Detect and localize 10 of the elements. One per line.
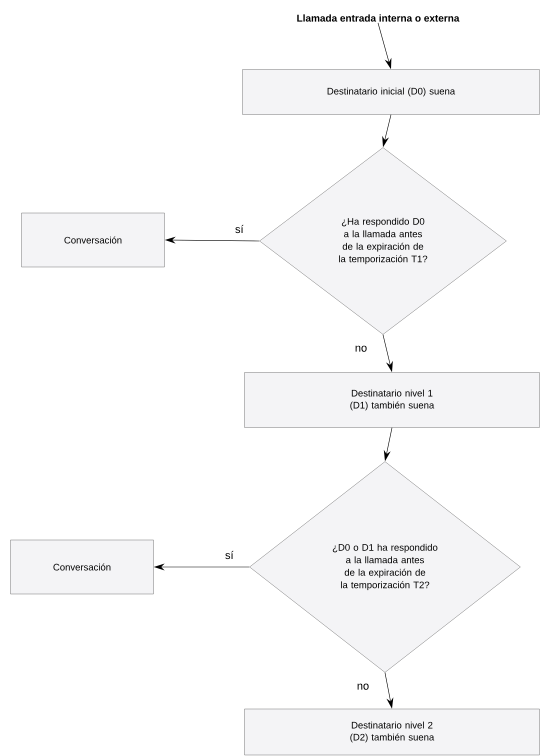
edge-label: no bbox=[354, 344, 368, 353]
edge-label: no bbox=[356, 682, 370, 691]
process-box: Destinatario nivel 2 (D2) también suena bbox=[244, 708, 540, 756]
edge-label: sí bbox=[234, 224, 245, 234]
process-box: Destinatario nivel 1 (D1) también suena bbox=[244, 372, 540, 428]
process-box: Destinatario inicial (D0) suena bbox=[242, 69, 540, 115]
process-box: Conversación bbox=[21, 212, 165, 268]
edge-label: sí bbox=[224, 550, 235, 560]
start-label: Llamada entrada interna o externa bbox=[297, 14, 460, 22]
process-box: Conversación bbox=[10, 540, 154, 594]
